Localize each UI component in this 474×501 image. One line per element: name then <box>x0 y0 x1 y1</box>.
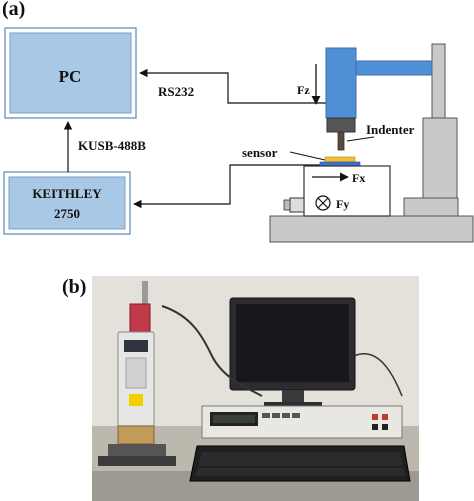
force-actuator <box>325 47 357 151</box>
fy-label: Fy <box>336 197 349 211</box>
keyboard <box>189 445 411 482</box>
sensor-layer-yellow <box>324 156 356 163</box>
keithley-label-line1: KEITHLEY <box>32 186 102 201</box>
setup-photo <box>92 276 419 501</box>
kusb-label: KUSB-488B <box>78 138 146 153</box>
sensor-pointer <box>289 151 326 161</box>
keithley-meter <box>201 405 403 439</box>
cable <box>161 305 263 397</box>
measurement-schematic: PC KEITHLEY 2750 KUSB-488B RS232 Fz Inde… <box>3 27 474 243</box>
sensor-signal-arrow <box>133 164 334 209</box>
sensor-layer-blue <box>319 161 361 167</box>
indenter-label: Indenter <box>366 122 415 137</box>
sensor-label: sensor <box>242 145 278 160</box>
monitor <box>229 297 356 408</box>
test-stand <box>269 43 474 243</box>
panel-label-b: (b) <box>62 276 87 298</box>
pc-box: PC <box>4 27 137 119</box>
fx-label: Fx <box>352 171 365 185</box>
pc-label: PC <box>59 67 82 86</box>
fz-label: Fz <box>297 83 310 97</box>
rs232-label: RS232 <box>158 84 194 99</box>
cable-2 <box>353 353 403 397</box>
force-gauge-stand <box>98 281 176 466</box>
panel-label-a: (a) <box>2 0 26 20</box>
indenter-pointer <box>346 136 375 142</box>
fy-symbol <box>315 195 331 211</box>
keithley-box: KEITHLEY 2750 <box>3 171 131 235</box>
rs232-arrow <box>139 68 326 104</box>
keithley-label-line2: 2750 <box>54 206 80 221</box>
